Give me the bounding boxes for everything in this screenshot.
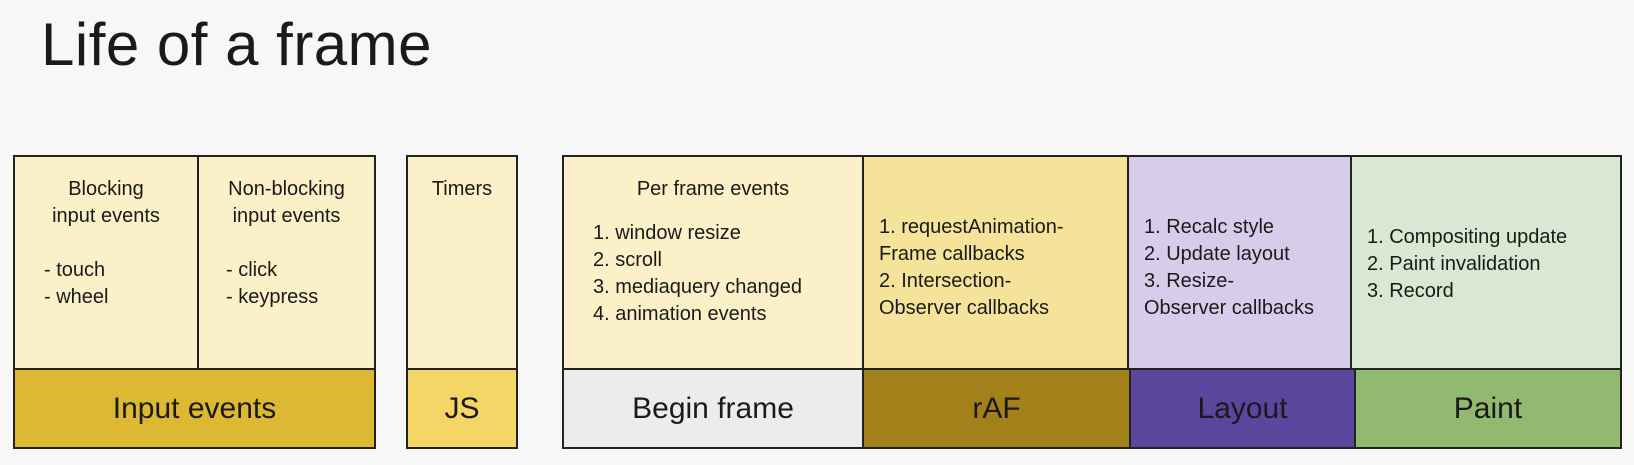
list-item: 1. Recalc style — [1144, 216, 1275, 238]
timers-box: Timers — [408, 157, 516, 368]
raf-list: 1. requestAnimation- Frame callbacks 2. … — [879, 214, 1127, 322]
list-item: - wheel — [44, 286, 109, 308]
list-item: 2. Update layout — [1144, 243, 1290, 265]
frame-pipeline-group: Per frame events 1. window resize 2. scr… — [562, 155, 1622, 449]
list-item: Observer callbacks — [1144, 297, 1315, 319]
paint-details-box: 1. Compositing update 2. Paint invalidat… — [1350, 157, 1620, 368]
list-item: - keypress — [226, 286, 319, 308]
layout-label: Layout — [1129, 370, 1354, 447]
list-item: Frame callbacks — [879, 243, 1025, 265]
per-frame-events-heading: Per frame events — [636, 178, 790, 200]
paint-label: Paint — [1354, 370, 1620, 447]
js-label: JS — [408, 370, 516, 447]
non-blocking-heading-line-2: input events — [232, 205, 341, 227]
layout-details-box: 1. Recalc style 2. Update layout 3. Resi… — [1127, 157, 1350, 368]
list-item: - click — [226, 259, 278, 281]
blocking-heading-line-2: input events — [52, 205, 160, 227]
list-item: Observer callbacks — [879, 297, 1050, 319]
list-item: 3. Record — [1367, 280, 1454, 302]
page-title: Life of a frame — [41, 11, 433, 78]
input-events-label: Input events — [15, 370, 374, 447]
per-frame-events-box: Per frame events 1. window resize 2. scr… — [564, 157, 862, 368]
paint-list: 1. Compositing update 2. Paint invalidat… — [1367, 224, 1620, 305]
non-blocking-list: - click - keypress — [199, 257, 374, 311]
raf-label: rAF — [862, 370, 1129, 447]
blocking-list: - touch - wheel — [15, 257, 197, 311]
input-events-group: Blocking input events - touch - wheel No… — [13, 155, 376, 449]
list-item: 2. Paint invalidation — [1367, 253, 1541, 275]
js-group: Timers JS — [406, 155, 518, 449]
non-blocking-heading-line-1: Non-blocking — [228, 178, 345, 200]
layout-list: 1. Recalc style 2. Update layout 3. Resi… — [1144, 214, 1350, 322]
per-frame-events-list: 1. window resize 2. scroll 3. mediaquery… — [564, 220, 862, 328]
list-item: 3. mediaquery changed — [593, 276, 803, 298]
list-item: 1. window resize — [593, 222, 741, 244]
blocking-input-events-box: Blocking input events - touch - wheel — [15, 157, 197, 368]
list-item: 2. scroll — [593, 249, 662, 271]
list-item: 1. Compositing update — [1367, 226, 1568, 248]
list-item: 4. animation events — [593, 303, 767, 325]
begin-frame-label: Begin frame — [564, 370, 862, 447]
list-item: 1. requestAnimation- — [879, 216, 1064, 238]
timers-heading: Timers — [431, 178, 493, 200]
blocking-heading-line-1: Blocking — [68, 178, 144, 200]
non-blocking-input-events-box: Non-blocking input events - click - keyp… — [197, 157, 374, 368]
raf-details-box: 1. requestAnimation- Frame callbacks 2. … — [862, 157, 1127, 368]
list-item: - touch — [44, 259, 106, 281]
list-item: 3. Resize- — [1144, 270, 1235, 292]
list-item: 2. Intersection- — [879, 270, 1012, 292]
